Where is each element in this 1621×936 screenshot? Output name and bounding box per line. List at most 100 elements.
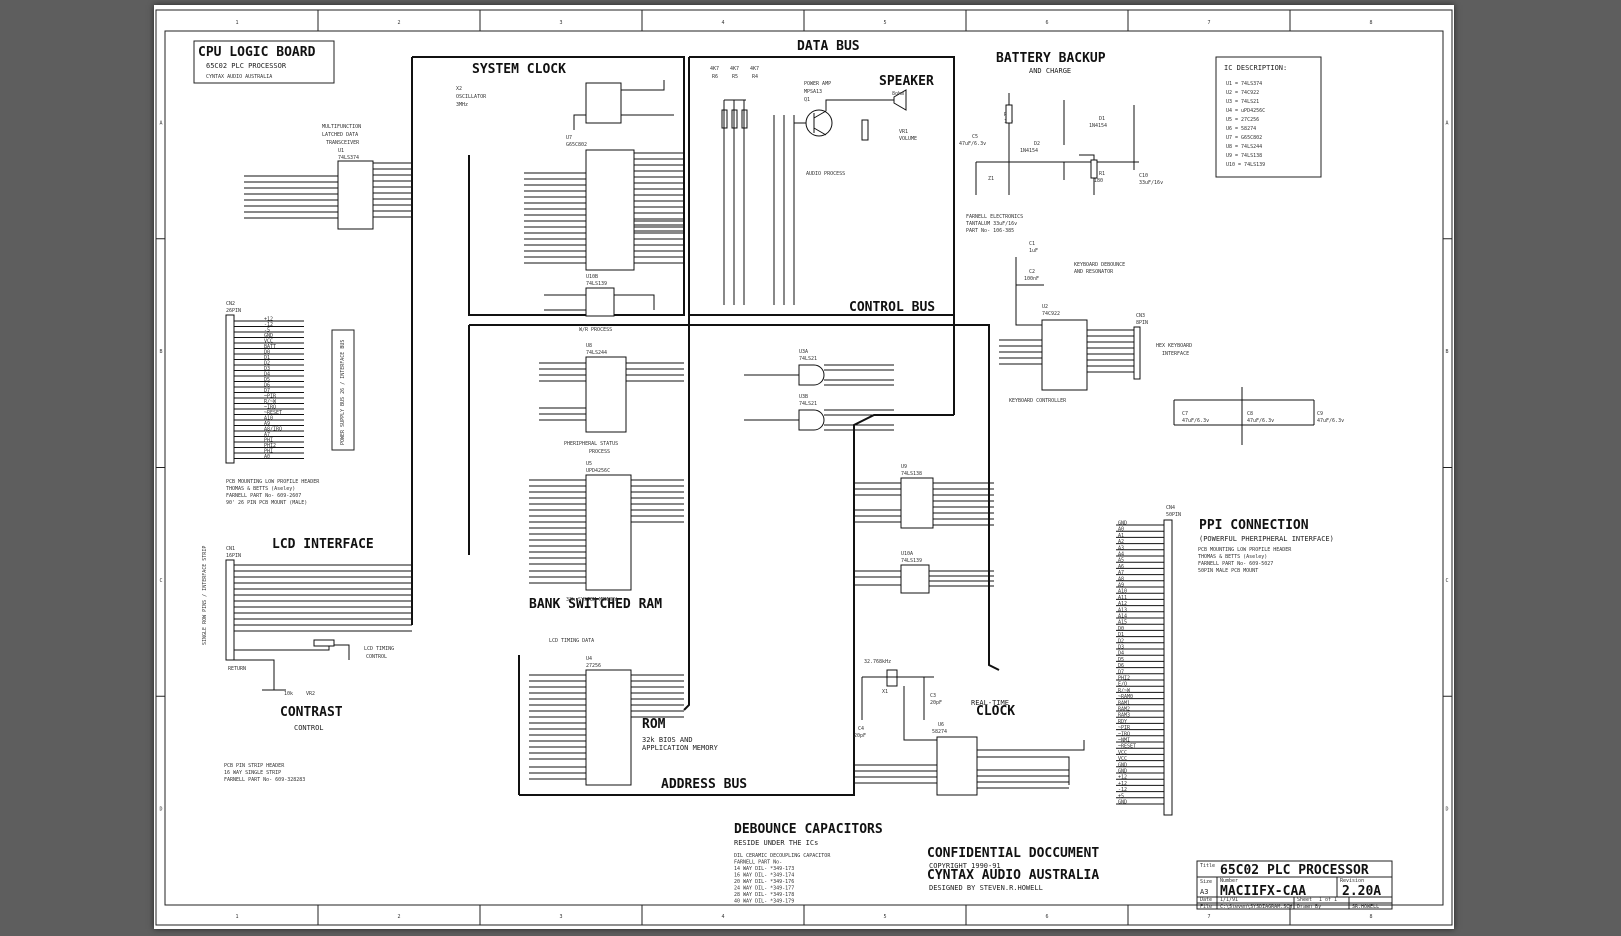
pin-strip-note-2: 16 WAY SINGLE STRIP [224, 770, 281, 776]
c8-ref: C8 [1247, 411, 1253, 417]
xtal-freq: 32.768kHz [864, 659, 891, 665]
u4-rom-chip [585, 669, 632, 786]
cn2-pin-label: BATT [264, 344, 276, 350]
grid-row-left-A: A [159, 120, 162, 126]
grid-col-top-3: 3 [559, 20, 562, 26]
address-bus-label: ADDRESS BUS [661, 777, 747, 792]
cn2-pin-label: A7 [264, 432, 270, 438]
cn1-rotated-label: SINGLE ROW PINS / INTERFACE STRIP [202, 546, 208, 645]
cn4-pin-label: A1 [1118, 533, 1124, 539]
cn4-pin-label: ~RESET [1118, 744, 1136, 750]
resistor-value-1: 4K7 [710, 66, 719, 72]
cn4-pin-label: RDY [1118, 719, 1127, 725]
cn2-pin-label: A10 [264, 416, 273, 422]
title-label: Title [1200, 863, 1215, 869]
r1-value: 180 [1094, 178, 1103, 184]
cn4-pin-label: ~IRQ [1118, 731, 1130, 737]
u2-ref: U2 [1042, 304, 1048, 310]
u7-cpu-chip [585, 149, 635, 271]
u8-ref: U8 [586, 343, 592, 349]
keyboard-debounce-1: KEYBOARD DEBOUNCE [1074, 262, 1125, 268]
z1-ref: Z1 [988, 176, 994, 182]
u4-ref: U4 [586, 656, 592, 662]
drawn-label: Drawn By [1297, 904, 1321, 910]
u4-part: 27256 [586, 663, 601, 669]
cn2-pin-label: VCC [264, 339, 273, 345]
lcd-interface-label: LCD INTERFACE [272, 537, 374, 552]
cn1-connector [225, 559, 235, 661]
cn4-pin-label: A7 [1118, 570, 1124, 576]
cn2-pin-label: D3 [264, 366, 270, 372]
cn4-ref: CN4 [1166, 505, 1175, 511]
grid-col-bottom-8: 8 [1369, 914, 1372, 920]
keyboard-cap-wires [1015, 257, 1044, 326]
u8-pins [539, 362, 684, 421]
u3a-ref: U3A [799, 349, 808, 355]
rom-sub-1: 32k BIOS AND [642, 736, 693, 744]
d1-ref: D1 [1099, 116, 1105, 122]
debounce-list-item: 14 WAY DIL- *349-173 [734, 866, 794, 872]
cn4-pin-label: VCC [1118, 750, 1127, 756]
drawn-value: SR.HOWELL [1352, 904, 1379, 910]
speaker-label: SPEAKER [879, 74, 934, 89]
u3a-part: 74LS21 [799, 356, 817, 362]
cn4-pin-label: +12 [1118, 775, 1127, 781]
c7-value: 47uF/6.3v [1182, 418, 1209, 424]
cn4-pin-label: +12 [1118, 781, 1127, 787]
sheet-value: 1 of 1 [1319, 897, 1337, 903]
gate-wires [744, 364, 894, 431]
ic-description-heading: IC DESCRIPTION: [1224, 64, 1287, 72]
audio-process-note: AUDIO PROCESS [806, 171, 845, 177]
cn2-pin-label: D6 [264, 383, 270, 389]
cn2-connector [225, 314, 235, 464]
u6-pins [854, 764, 1069, 789]
ppi-connection-label: PPI CONNECTION [1199, 518, 1309, 533]
real-time-label: REAL-TIME [971, 699, 1009, 707]
c7-ref: C7 [1182, 411, 1188, 417]
u9-ref: U9 [901, 464, 907, 470]
keyboard-debounce-2: AND RESONATOR [1074, 269, 1114, 275]
c5-value: 47uF/6.3v [959, 141, 986, 147]
sheet-label: Sheet [1297, 897, 1312, 903]
contrast-pot-vr2 [313, 639, 335, 647]
transistor-wires [794, 99, 894, 136]
grid-row-left-D: D [159, 807, 162, 813]
cn4-pin-label: A3 [1118, 545, 1124, 551]
cn2-header-note-3: FARNELL PART No- 609-2607 [226, 493, 301, 499]
lcd-timing-control-1: LCD TIMING [364, 646, 394, 652]
system-clock-block [412, 56, 685, 316]
cn4-pin-label: D7 [1118, 669, 1124, 675]
r3-resistor [1005, 104, 1013, 124]
cn2-pin-label: -12 [264, 322, 273, 328]
grid-col-top-5: 5 [883, 20, 886, 26]
power-amp-ref: Q1 [804, 97, 810, 103]
u2-pins [999, 329, 1134, 373]
company-label: CYNTAX AUDIO AUSTRALIA [927, 868, 1099, 883]
cpu-subtitle-2: CYNTAX AUDIO AUSTRALIA [206, 74, 272, 80]
battery-sub-label: AND CHARGE [1029, 67, 1071, 75]
d2-value: 1N4154 [1020, 148, 1038, 154]
debounce-list-item: 20 WAY DIL- *349-176 [734, 879, 794, 885]
cn4-pin-label: A0 [1118, 527, 1124, 533]
u10b-wires [544, 294, 655, 311]
keyboard-controller-note: KEYBOARD CONTROLLER [1009, 398, 1067, 404]
u2-keyboard-chip [1041, 319, 1088, 391]
ic-description-item: U10 = 74LS139 [1226, 162, 1265, 168]
cn2-pin-label: PHI [264, 438, 273, 444]
battery-backup-label: BATTERY BACKUP [996, 51, 1106, 66]
cn4-pin-label: A15 [1118, 620, 1127, 626]
grid-col-top-4: 4 [721, 20, 724, 26]
u4-pins [529, 674, 684, 780]
u9-chip [900, 477, 934, 529]
u1-pins [244, 162, 412, 219]
cn4-pin-label: A13 [1118, 607, 1127, 613]
oscillator-freq: 3MHz [456, 102, 468, 108]
cn4-pin-label: -12 [1118, 787, 1127, 793]
periph-status-note-2: PROCESS [589, 449, 610, 455]
power-amp-note: POWER AMP [804, 81, 831, 87]
cap-bank-wires [1173, 387, 1315, 445]
resistor-value-2: 4K7 [730, 66, 739, 72]
ic-description-item: U5 = 27C256 [1226, 117, 1259, 123]
